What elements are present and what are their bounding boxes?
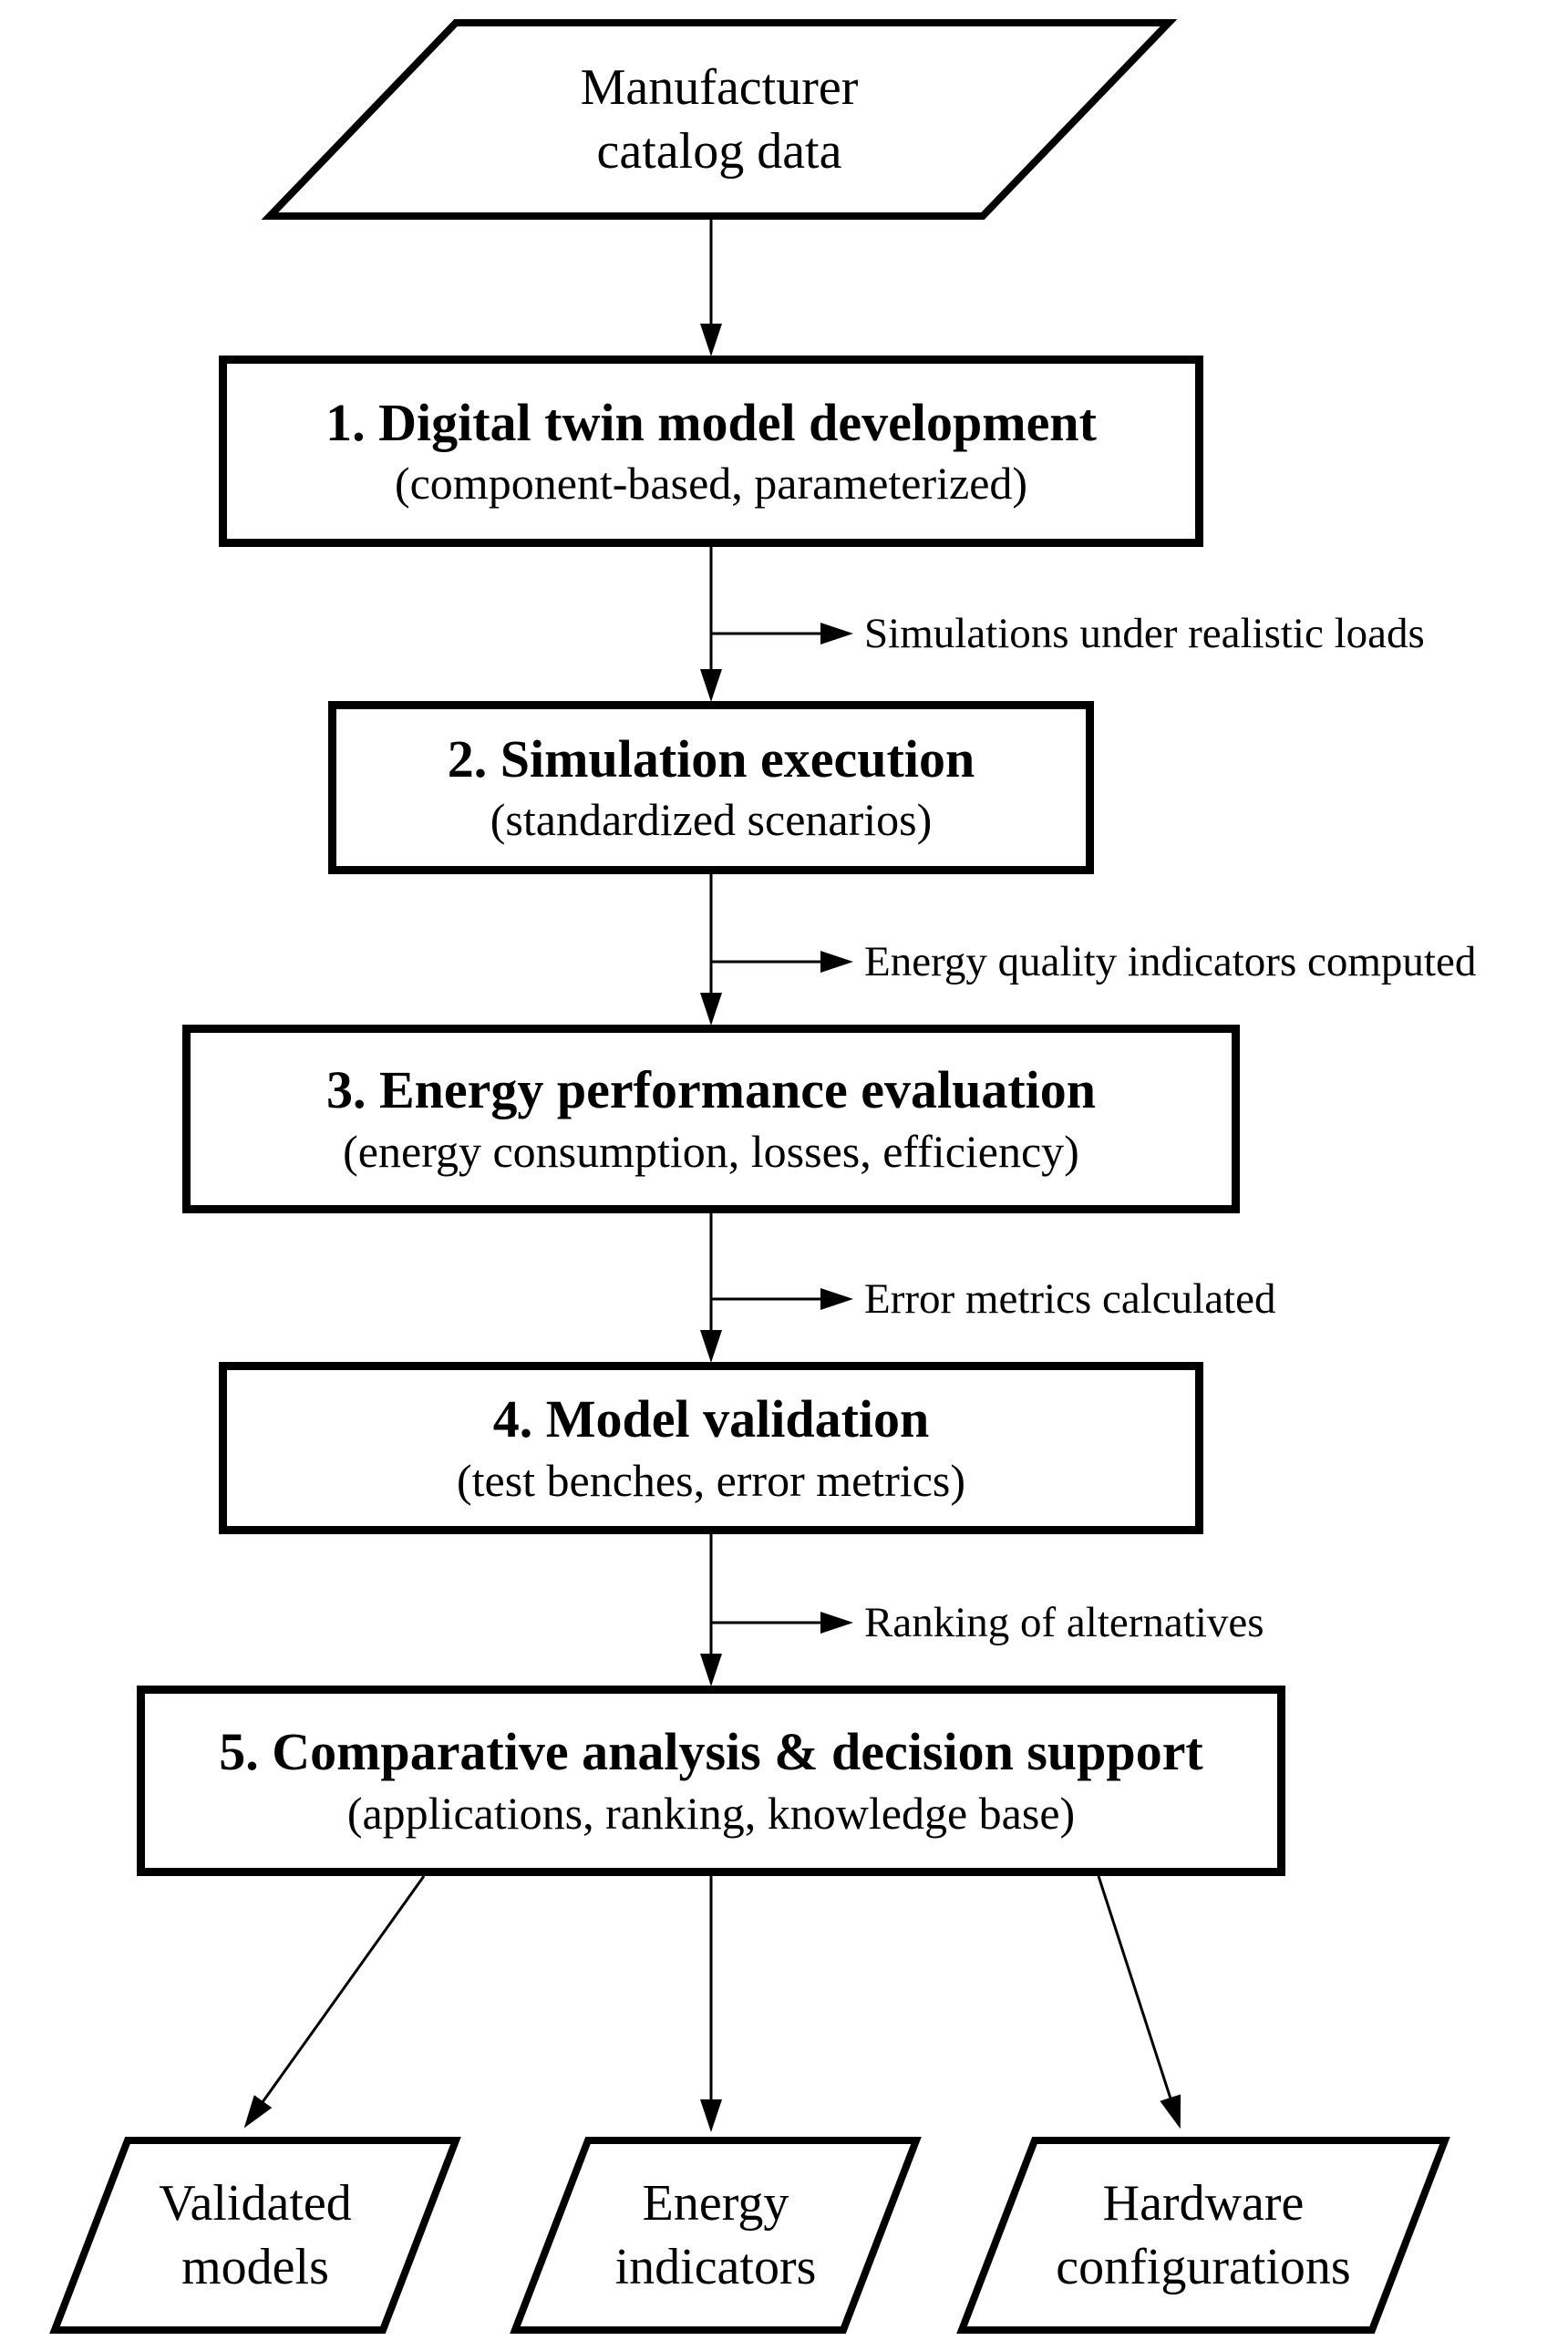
step-4-box: 4. Model validation (test benches, error… [219, 1362, 1203, 1534]
input-parallelogram [261, 19, 1178, 220]
step-2-title: 2. Simulation execution [447, 728, 975, 789]
step-1-title: 1. Digital twin model development [325, 392, 1097, 452]
step-4-title: 4. Model validation [492, 1389, 930, 1449]
output-parallelogram-validated-models [49, 2137, 461, 2334]
step-1-box: 1. Digital twin model development (compo… [219, 356, 1203, 547]
step-5-title: 5. Comparative analysis & decision suppo… [219, 1722, 1203, 1782]
step-5-box: 5. Comparative analysis & decision suppo… [137, 1686, 1285, 1876]
step-3-title: 3. Energy performance evaluation [325, 1060, 1097, 1120]
step-3-subtitle: (energy consumption, losses, efficiency) [343, 1125, 1079, 1177]
output-parallelogram-energy-indicators [510, 2137, 922, 2334]
arrow-to-output-1 [243, 1875, 426, 2129]
step-4-subtitle: (test benches, error metrics) [456, 1454, 966, 1506]
edge-label-energy-quality: Energy quality indicators computed [864, 938, 1477, 985]
edge-label-ranking: Ranking of alternatives [864, 1599, 1264, 1646]
step-2-subtitle: (standardized scenarios) [490, 794, 933, 846]
step-5-subtitle: (applications, ranking, knowledge base) [346, 1787, 1076, 1839]
output-parallelogram-hardware-configurations [956, 2137, 1450, 2334]
step-1-subtitle: (component-based, parameterized) [394, 458, 1028, 510]
step-2-box: 2. Simulation execution (standardized sc… [328, 701, 1094, 874]
edge-label-error-metrics: Error metrics calculated [864, 1275, 1276, 1323]
arrow-to-output-3 [1097, 1875, 1181, 2129]
step-3-box: 3. Energy performance evaluation (energy… [182, 1025, 1240, 1213]
edge-label-simulations: Simulations under realistic loads [864, 610, 1425, 657]
